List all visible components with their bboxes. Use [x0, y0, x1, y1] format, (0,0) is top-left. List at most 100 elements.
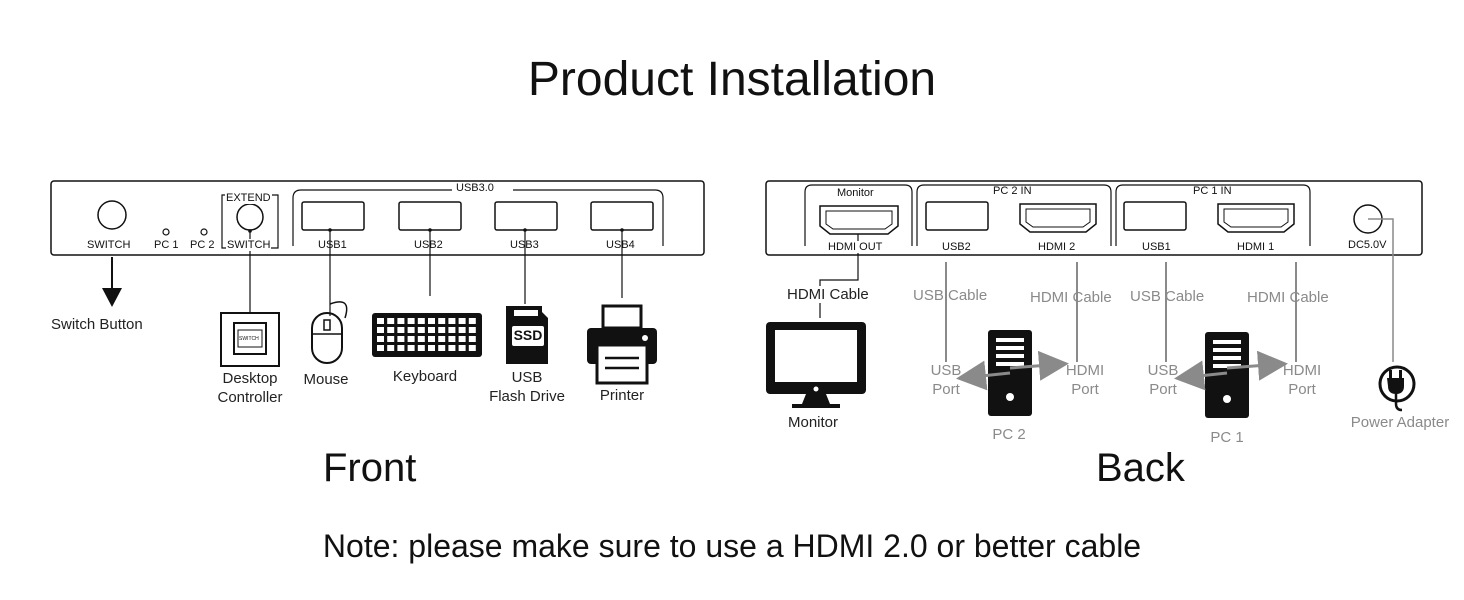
pc2-group-box	[916, 184, 1112, 246]
back-section-label: Back	[1096, 446, 1185, 490]
keyboard-key	[468, 318, 476, 324]
keyboard-key	[387, 336, 395, 342]
usb3-label: USB3	[510, 239, 539, 251]
keyboard-key	[428, 345, 435, 351]
usb4-label: USB4	[606, 239, 635, 251]
keyboard-key	[417, 345, 425, 351]
keyboard-key	[468, 345, 476, 351]
keyboard-key	[458, 318, 466, 324]
keyboard-key	[377, 345, 384, 351]
usb-group-bracket	[292, 189, 664, 246]
hdmi-cable-monitor-label: HDMI Cable	[787, 286, 869, 303]
flash-label-line1: USB	[511, 369, 543, 386]
keyboard-key	[438, 318, 446, 324]
keyboard-key	[417, 327, 425, 333]
pc1-group-box	[1115, 184, 1311, 246]
hdmi-out-port	[819, 205, 899, 235]
monitor-group-box	[804, 184, 913, 246]
usb1-label: USB1	[318, 239, 347, 251]
keyboard-key	[428, 318, 435, 324]
pc2-usb-port	[925, 201, 989, 231]
pc1-tower-icon	[1205, 332, 1249, 418]
usb2-label: USB2	[414, 239, 443, 251]
extend-switch-circle	[236, 203, 264, 231]
keyboard-key	[458, 345, 466, 351]
front-section-label: Front	[323, 446, 417, 490]
keyboard-key	[397, 318, 405, 324]
keyboard-key	[397, 336, 405, 342]
mouse-icon	[311, 301, 348, 364]
switch-arrow-head	[102, 288, 122, 307]
keyboard-key	[448, 336, 456, 342]
pc2-usb-cable-label: USB Cable	[913, 287, 988, 304]
keyboard-key	[417, 318, 425, 324]
pc1-usb-label: USB1	[1140, 241, 1173, 253]
switch-button-circle	[97, 200, 127, 230]
pc2-usb-port-line2: Port	[932, 381, 960, 398]
keyboard-key	[407, 318, 415, 324]
keyboard-key	[468, 327, 476, 333]
pc2-group-label: PC 2 IN	[993, 185, 1032, 197]
pc2-usb-label: USB2	[940, 241, 973, 253]
keyboard-key	[438, 327, 446, 333]
usb2-port	[398, 201, 462, 231]
keyboard-key	[407, 327, 415, 333]
pc1-hdmi-port-line2: Port	[1288, 381, 1316, 398]
hdmi-out-label: HDMI OUT	[826, 241, 885, 253]
keyboard-key	[377, 336, 384, 342]
pc1-hdmi-arrow	[1226, 350, 1288, 381]
mouse-label: Mouse	[303, 371, 349, 388]
flash-label-line2: Flash Drive	[489, 388, 565, 405]
keyboard-key	[448, 327, 456, 333]
keyboard-key	[438, 345, 446, 351]
ssd-text: SSD	[513, 327, 543, 343]
pc1-usb-port	[1123, 201, 1187, 231]
pc2-led	[200, 228, 208, 236]
keyboard-key	[428, 327, 435, 333]
printer-label: Printer	[599, 387, 645, 404]
keyboard-key	[407, 345, 415, 351]
printer-icon	[587, 304, 657, 385]
usb1-port	[301, 201, 365, 231]
keyboard-key	[448, 345, 456, 351]
pc2-label: PC 2	[992, 426, 1026, 443]
pc2-hdmi-cable-label: HDMI Cable	[1030, 289, 1112, 306]
keyboard-label: Keyboard	[392, 368, 458, 385]
keyboard-key	[438, 336, 446, 342]
pc2-hdmi-port-line2: Port	[1071, 381, 1099, 398]
desktop-controller-icon	[220, 312, 280, 367]
pc2-hdmi-port-line1: HDMI	[1065, 362, 1105, 379]
extend-switch-label: SWITCH	[226, 239, 272, 251]
power-plug-icon	[1378, 365, 1416, 412]
switch-label: SWITCH	[87, 239, 131, 251]
monitor-icon	[766, 322, 866, 408]
pc1-hdmi-label: HDMI 1	[1235, 241, 1277, 253]
front-panel	[50, 180, 705, 256]
power-adapter-label: Power Adapter	[1350, 414, 1450, 431]
usb3-port	[494, 201, 558, 231]
keyboard-key	[387, 327, 395, 333]
note-text: Note: please make sure to use a HDMI 2.0…	[322, 528, 1142, 564]
keyboard-icon	[372, 313, 482, 357]
pc1-hdmi-port-line1: HDMI	[1282, 362, 1322, 379]
pc2-hdmi-label: HDMI 2	[1036, 241, 1078, 253]
extend-label: EXTEND	[225, 192, 272, 204]
pc2-hdmi-arrow	[1009, 350, 1069, 381]
keyboard-key	[397, 327, 405, 333]
keyboard-key	[397, 345, 405, 351]
pc1-hdmi-port	[1217, 203, 1295, 233]
keyboard-key	[468, 336, 476, 342]
dc-label: DC5.0V	[1348, 239, 1387, 251]
keyboard-key	[417, 336, 425, 342]
keyboard-key	[377, 318, 384, 324]
pc1-usb-cable-label: USB Cable	[1130, 288, 1205, 305]
pc1-usb-arrow	[1174, 360, 1228, 391]
keyboard-key	[377, 327, 384, 333]
pc2-usb-port-line1: USB	[930, 362, 962, 379]
keyboard-key	[387, 345, 395, 351]
pc1-label: PC 1	[1210, 429, 1244, 446]
keyboard-key	[448, 318, 456, 324]
controller-tag: SWITCH	[239, 336, 259, 342]
